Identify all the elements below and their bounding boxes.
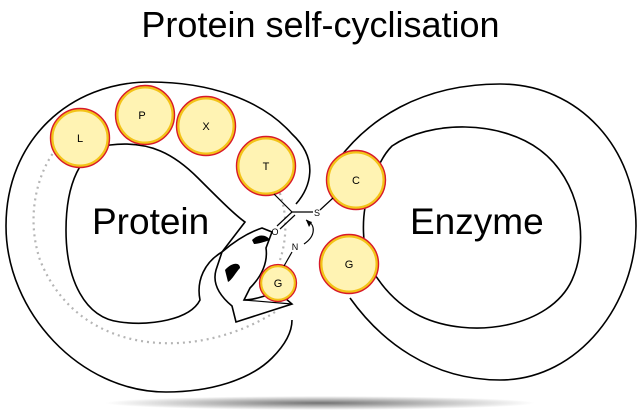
snake-eye-icon	[225, 263, 240, 282]
residue-g-protein-label: G	[274, 278, 283, 290]
protein-inner-outline	[65, 143, 247, 324]
residue-t-label: T	[263, 161, 270, 173]
residue-t: T	[235, 135, 297, 197]
residue-g-enzyme: G	[318, 233, 380, 295]
bond-c-to-o-2	[279, 214, 296, 230]
diagram-title: Protein self-cyclisation	[141, 4, 500, 45]
attack-arrowhead-icon	[306, 220, 312, 227]
residue-c-enzyme-label: C	[352, 175, 360, 187]
protein-label: Protein	[92, 201, 209, 242]
atom-o-label: O	[271, 227, 278, 237]
residue-p: P	[114, 84, 176, 146]
residue-x: X	[175, 95, 237, 157]
residue-p-label: P	[138, 110, 145, 122]
bond-c-to-o-1	[276, 211, 293, 227]
residue-g-enzyme-label: G	[345, 259, 354, 271]
atom-s-label: S	[314, 208, 320, 218]
snake-nostril-icon	[252, 235, 270, 244]
residue-g-protein: G	[258, 263, 298, 303]
enzyme-label: Enzyme	[410, 201, 544, 242]
snake-mouth-line	[243, 299, 293, 305]
bond-s-to-cys	[319, 197, 334, 211]
residue-x-label: X	[202, 121, 210, 133]
atom-n-label: N	[292, 242, 299, 252]
residue-c-enzyme: C	[325, 149, 387, 211]
residue-l-label: L	[77, 133, 83, 145]
floor-shadow	[105, 396, 535, 410]
bond-n-to-g	[283, 251, 293, 267]
residue-l: L	[49, 107, 111, 169]
bond-t-to-c	[273, 193, 293, 213]
